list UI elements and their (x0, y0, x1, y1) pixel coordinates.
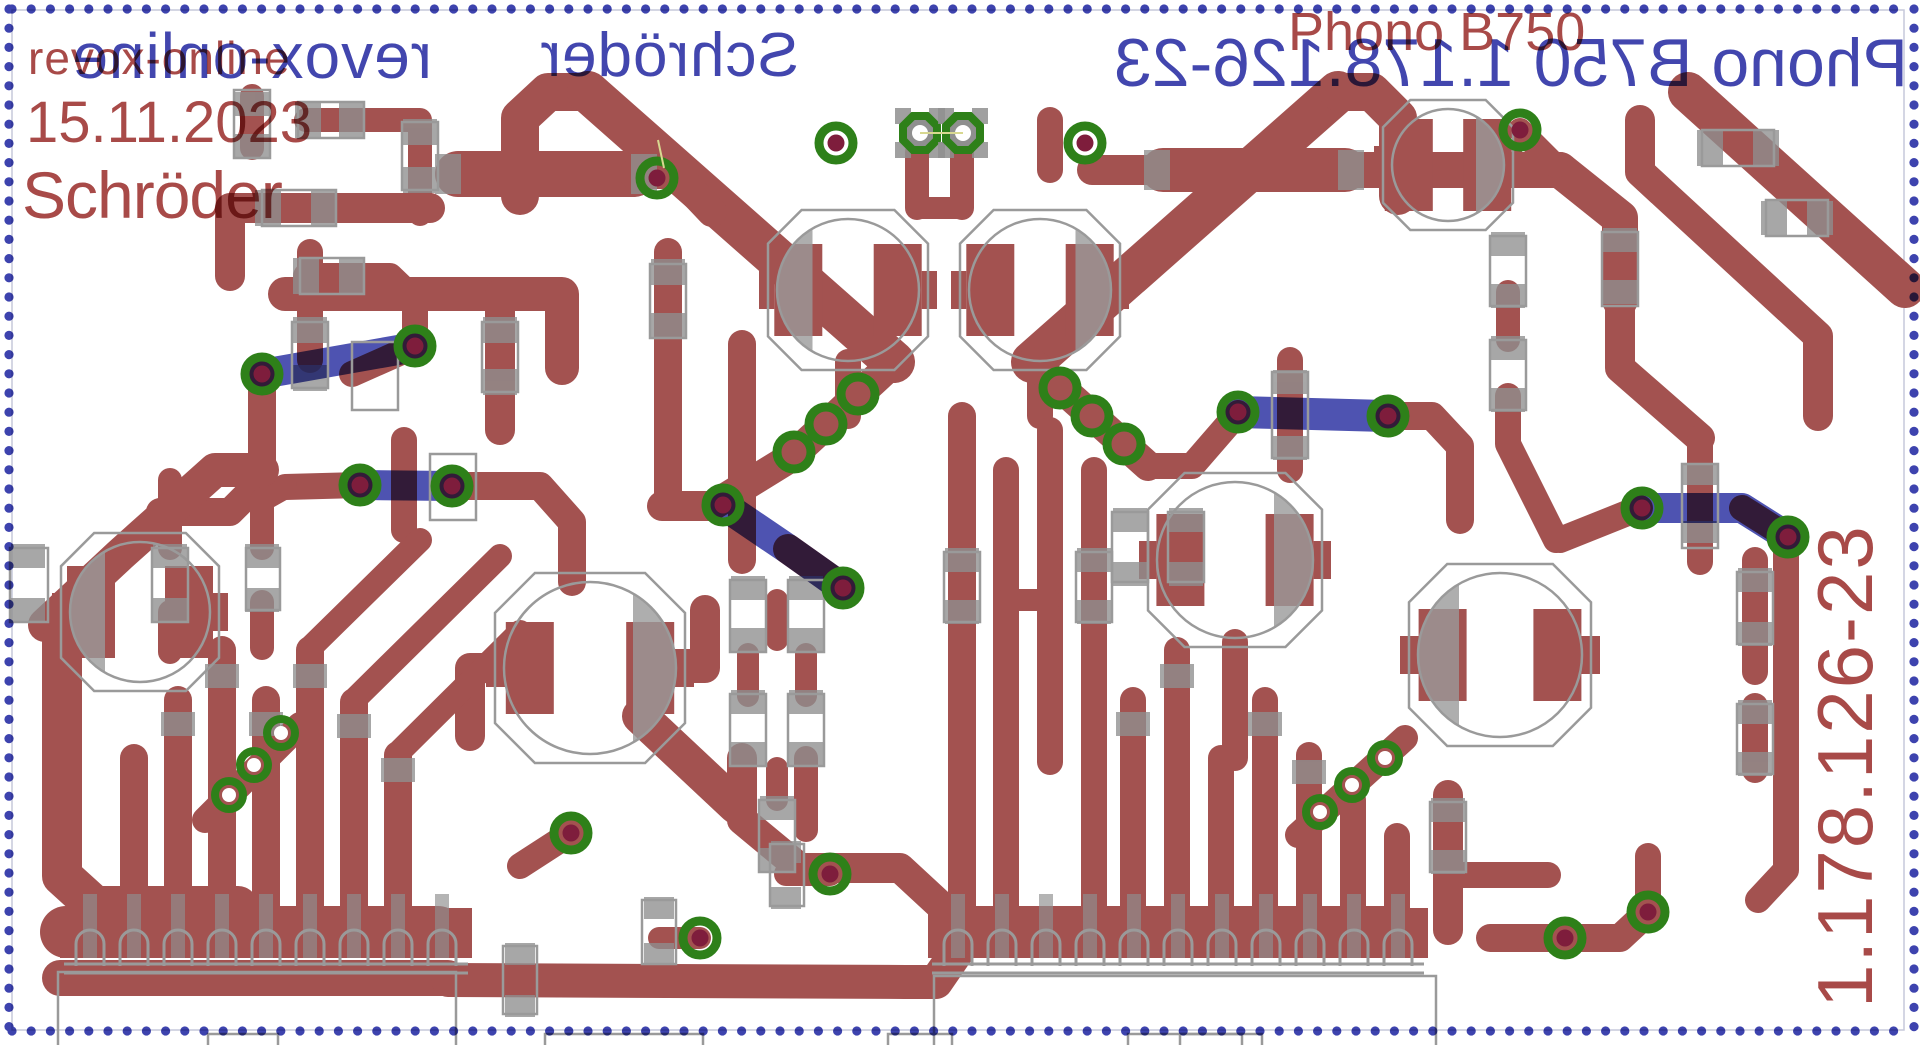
phono-text-blue-mirrored: Phono B750 1.178.126-23 (1114, 25, 1908, 101)
airwires-layer (657, 132, 963, 169)
silkscreen-text-layer: revox-online revox-online Schröder 15.11… (22, 2, 1908, 1008)
smd-pads-layer (11, 92, 1833, 1017)
phono-text-red: Phono B750 (1288, 2, 1585, 62)
brand-text-red: revox-online (28, 32, 291, 84)
schroeder-text-red: Schröder (22, 158, 282, 232)
silkscreen-outlines-layer (8, 88, 1830, 1045)
vias-layer (211, 108, 1810, 960)
date-text: 15.11.2023 (26, 90, 312, 155)
part-number-text-vertical: 1.178.126-23 (1801, 524, 1889, 1008)
board-outline (11, 9, 1905, 1031)
schroeder-text-blue-mirrored: Schröder (539, 21, 799, 90)
brand-text-blue-mirrored: revox-online (71, 20, 432, 92)
dotted-border (4, 4, 1919, 1036)
